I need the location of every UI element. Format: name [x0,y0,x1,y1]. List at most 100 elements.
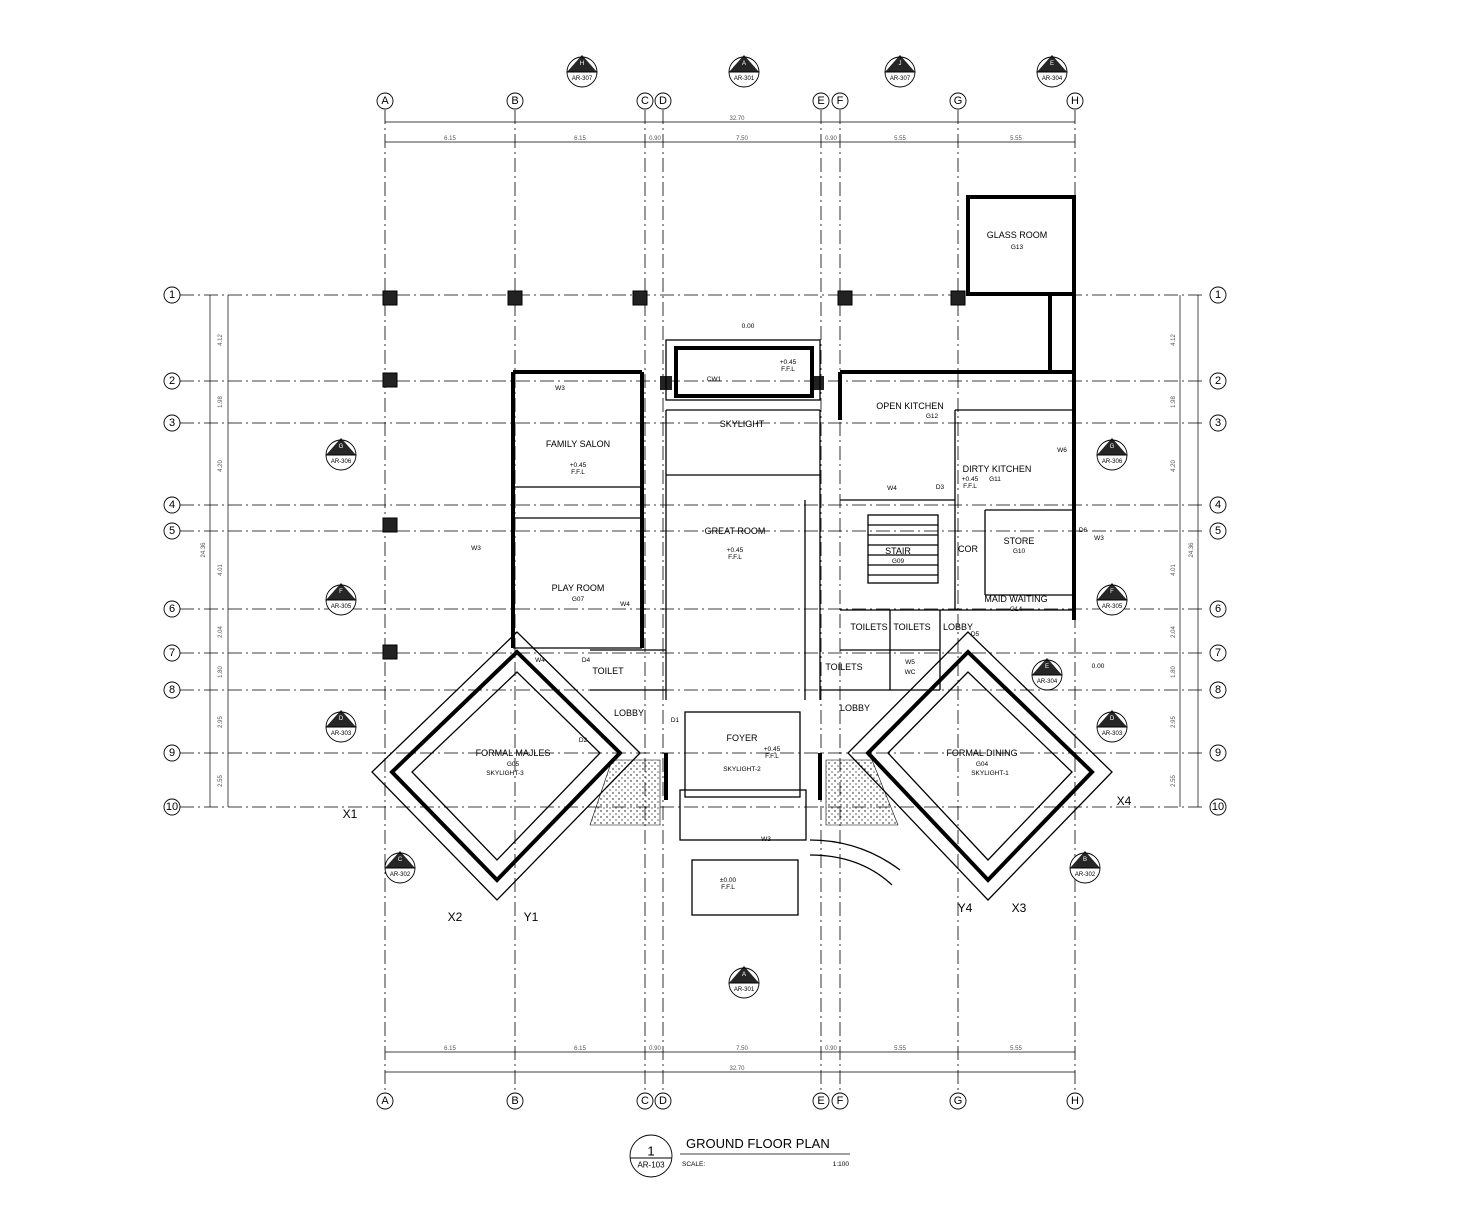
svg-text:W4: W4 [535,657,545,664]
grid-bubble-col-E-bottom: E [812,1092,830,1110]
grid-lines [180,110,1205,1090]
svg-text:E: E [1045,664,1049,670]
room-formal-dining: FORMAL DINING [946,748,1017,758]
svg-text:6: 6 [169,603,175,615]
svg-text:G13: G13 [1011,244,1024,251]
title-name: GROUND FLOOR PLAN [686,1136,830,1151]
svg-text:4.12: 4.12 [1171,334,1177,346]
svg-text:2.95: 2.95 [1171,716,1177,728]
svg-text:F.F.L: F.F.L [571,469,585,476]
svg-text:D3: D3 [936,484,945,491]
dim-top-7: 5.55 [1010,136,1022,142]
grid-bubble-col-H-bottom: H [1066,1092,1084,1110]
svg-text:F: F [1110,589,1114,595]
svg-text:3: 3 [1215,417,1221,429]
svg-text:AR-303: AR-303 [331,731,352,737]
svg-text:9: 9 [169,747,175,759]
section-marker-top-1: AAR-301 [728,55,760,88]
svg-text:2: 2 [169,375,175,387]
room-skylight: SKYLIGHT [720,419,765,429]
svg-text:WC: WC [905,669,916,676]
grid-bubble-row-6-right: 6 [1209,600,1227,618]
svg-text:F.F.L: F.F.L [721,884,735,891]
diag-grid-label-Y4: Y4 [958,901,973,915]
svg-text:E: E [1050,61,1054,67]
title-bubble [629,1134,673,1178]
room-lobby-2: LOBBY [614,708,644,718]
svg-text:F: F [837,95,844,107]
svg-text:9: 9 [1215,747,1221,759]
svg-text:+0.45: +0.45 [764,746,781,753]
title-block: 1 AR-103 GROUND FLOOR PLAN SCALE: 1:100 [629,1134,850,1178]
svg-text:4.01: 4.01 [1171,564,1177,576]
svg-text:W6: W6 [1057,447,1067,454]
room-lobby-3: LOBBY [840,703,870,713]
dim-bottom-2: 6.15 [574,1046,586,1052]
grid-bubble-row-8-right: 8 [1209,681,1227,699]
svg-text:D: D [339,716,344,722]
dim-top-6: 5.55 [894,136,906,142]
svg-text:AR-301: AR-301 [734,987,755,993]
dimension-strings: 32.70 32.70 6.15 6.15 0.90 7.50 0.90 5.5… [201,116,1199,1073]
dim-bottom-6: 5.55 [894,1046,906,1052]
room-dirty-kitchen: DIRTY KITCHEN [963,464,1032,474]
svg-text:E: E [817,95,824,107]
structural-columns [382,290,966,660]
svg-text:H: H [1071,95,1079,107]
svg-text:AR-302: AR-302 [390,872,411,878]
svg-text:6: 6 [1215,603,1221,615]
room-cor: COR [958,544,979,554]
svg-text:H: H [1071,1095,1079,1107]
svg-text:G11: G11 [989,476,1001,483]
room-toilet: TOILET [592,666,624,676]
section-marker-top-3: EAR-304 [1036,55,1068,88]
grid-bubble-col-D-top: D [654,92,672,110]
grid-bubble-col-G-top: G [949,92,967,110]
svg-text:8: 8 [169,684,175,696]
svg-text:AR-307: AR-307 [572,76,593,82]
svg-text:C: C [641,95,649,107]
svg-text:W3: W3 [471,545,481,552]
svg-text:4.20: 4.20 [218,460,224,472]
svg-text:10: 10 [1212,801,1224,813]
grid-bubble-col-A-bottom: A [376,1092,394,1110]
svg-text:2.04: 2.04 [1171,626,1177,638]
svg-text:G: G [1110,444,1115,450]
grid-bubble-row-2-right: 2 [1209,372,1227,390]
svg-text:G: G [339,444,344,450]
svg-text:D6: D6 [1079,527,1088,534]
svg-text:C: C [398,857,403,863]
grid-bubble-col-H-top: H [1066,92,1084,110]
svg-text:F: F [837,1095,844,1107]
side-dims-right: 4.12 1.98 4.20 4.01 2.04 1.80 2.95 2.55 … [1171,334,1195,787]
section-marker-top-0: HAR-307 [566,55,598,88]
grid-bubble-row-7-left: 7 [163,644,181,662]
grid-bubble-row-2-left: 2 [163,372,181,390]
svg-text:B: B [511,1095,518,1107]
grid-bubble-col-C-top: C [636,92,654,110]
dim-top-5: 0.90 [825,136,837,142]
svg-text:G09: G09 [892,558,905,565]
room-play: PLAY ROOM [552,583,605,593]
section-marker-right-3: BAR-302 [1069,851,1101,884]
grid-bubble-row-10-right: 10 [1209,798,1227,816]
svg-text:A: A [742,61,746,67]
dim-top-4: 7.50 [736,136,748,142]
svg-text:AR-307: AR-307 [890,76,911,82]
svg-text:D2: D2 [579,737,588,744]
svg-text:24.36: 24.36 [201,542,207,558]
svg-text:±0.00: ±0.00 [720,877,737,884]
svg-text:W3: W3 [761,836,771,843]
room-store: STORE [1004,536,1035,546]
section-marker-right-0: GAR-306 [1096,438,1128,471]
svg-text:F.F.L: F.F.L [765,753,779,760]
svg-text:0.00: 0.00 [742,323,755,330]
section-marker-left-0: GAR-306 [325,438,357,471]
grid-bubble-row-6-left: 6 [163,600,181,618]
svg-text:1: 1 [1215,289,1221,301]
diag-grid-label-Y1: Y1 [524,910,539,924]
svg-text:F.F.L: F.F.L [728,554,742,561]
svg-text:5: 5 [1215,525,1221,537]
svg-text:B: B [511,95,518,107]
